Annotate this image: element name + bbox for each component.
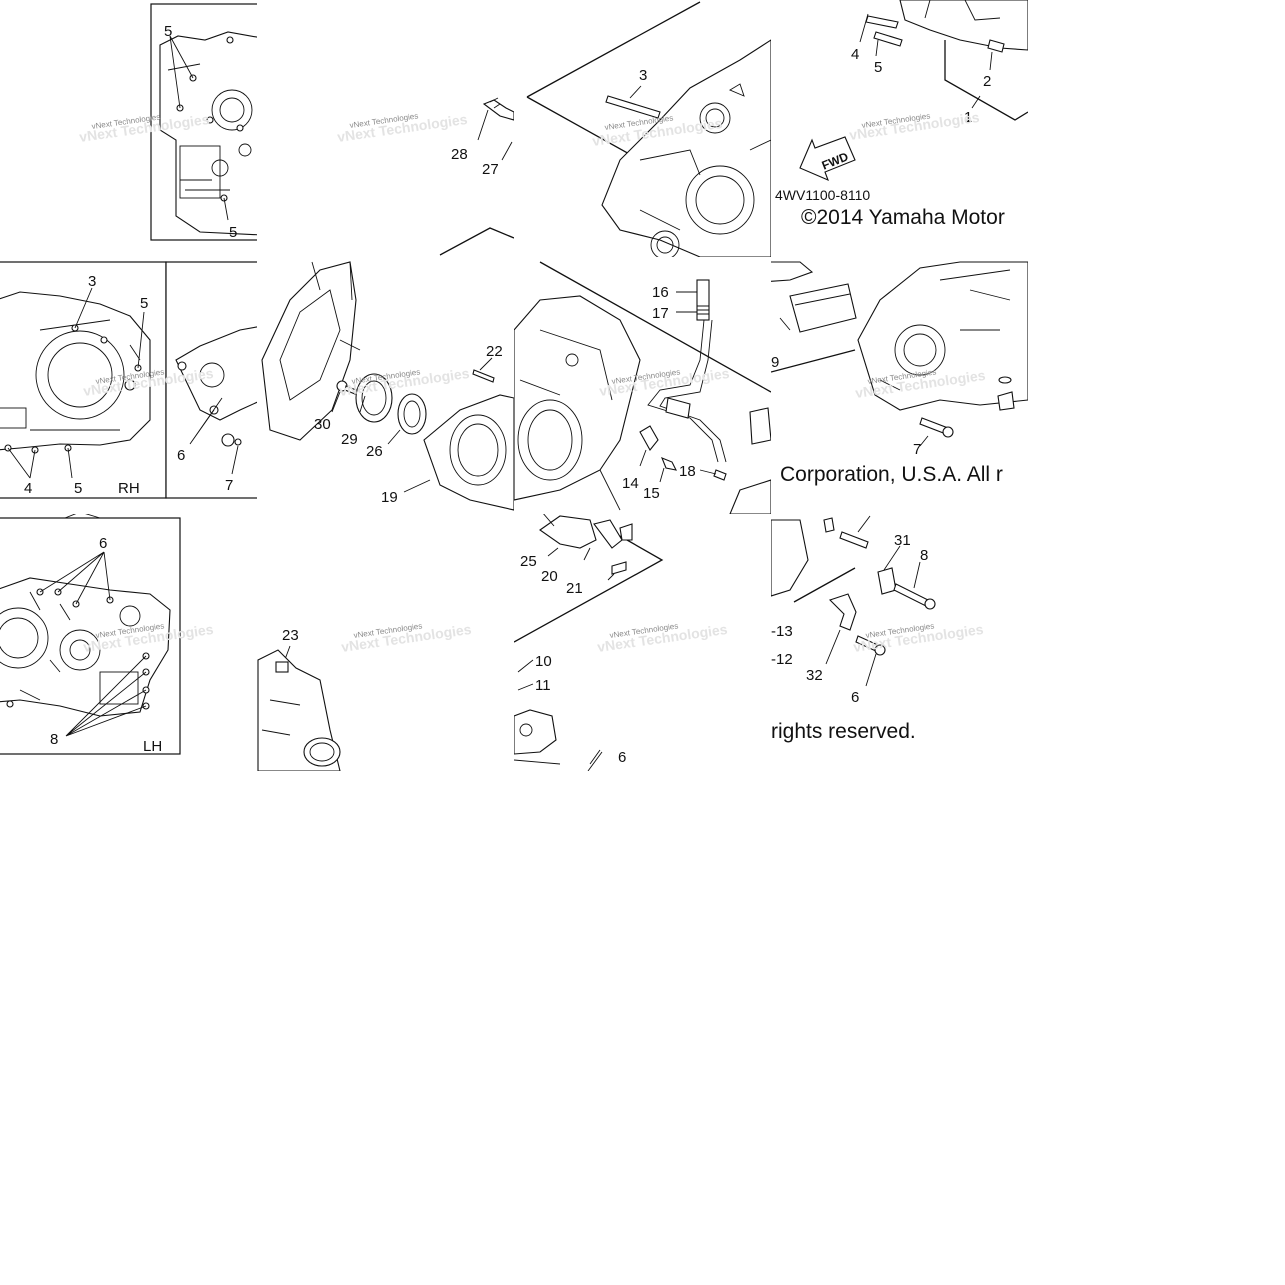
callout-t3-3: 3 — [639, 67, 647, 84]
inset-label-lh: LH — [143, 738, 162, 755]
callout-t6-30: 30 — [314, 416, 331, 433]
watermark: vNext Technologies vNext Technologies — [340, 621, 472, 655]
watermark: vNext Technologies vNext Technologies — [336, 111, 468, 145]
callout-t7-15: 15 — [643, 485, 660, 502]
callout-t11-25: 25 — [520, 553, 537, 570]
callout-t1-5a: 5 — [164, 23, 172, 40]
tile-9: 6 8 LH vNext Technologies vNext Technolo… — [0, 514, 215, 755]
watermark: vNext Technologies vNext Technologies — [848, 109, 980, 143]
callout-t8-9: 9 — [771, 354, 779, 371]
callout-t4-1: 1 — [964, 109, 972, 126]
tile-12: 31 8 -13 -12 32 6 rights reserved. vNext… — [771, 515, 985, 743]
callout-t12-32: 32 — [806, 667, 823, 684]
callout-t2-27: 27 — [482, 161, 499, 178]
callout-t12-12: -12 — [771, 651, 793, 668]
callout-t1-5b: 5 — [229, 224, 237, 241]
callout-t11-10: 10 — [535, 653, 552, 670]
callout-t5-3: 3 — [88, 273, 96, 290]
callout-t5-7: 7 — [225, 477, 233, 494]
tile-1: 5 5 vNext Technologies vNext Technologie… — [78, 3, 257, 241]
fwd-arrow-icon: FWD — [799, 136, 856, 182]
callout-t6-19: 19 — [381, 489, 398, 506]
callout-t5-6: 6 — [177, 447, 185, 464]
callout-t6-29: 29 — [341, 431, 358, 448]
tile-6: 22 30 29 26 19 vNext Technologies vNext … — [261, 261, 514, 511]
tile-8: 24 9 7 Corporation, U.S.A. All r vNext T… — [736, 261, 1028, 486]
callout-t6-22: 22 — [486, 343, 503, 360]
copyright-line-2: Corporation, U.S.A. All r — [780, 463, 1003, 486]
callout-t5-4: 4 — [24, 480, 32, 497]
tile-10: 23 vNext Technologies vNext Technologies — [257, 621, 473, 771]
callout-t12-13: -13 — [771, 623, 793, 640]
callout-t11-6: 6 — [618, 749, 626, 766]
copyright-line-1: ©2014 Yamaha Motor — [801, 206, 1005, 229]
callout-t7-16: 16 — [652, 284, 669, 301]
callout-t11-21: 21 — [566, 580, 583, 597]
callout-t7-14: 14 — [622, 475, 639, 492]
watermark: vNext Technologies vNext Technologies — [596, 621, 728, 655]
callout-t9-8: 8 — [50, 731, 58, 748]
callout-t8-7: 7 — [913, 441, 921, 458]
callout-t12-8: 8 — [920, 547, 928, 564]
callout-t5-5b: 5 — [74, 480, 82, 497]
callout-t12-6: 6 — [851, 689, 859, 706]
callout-t11-11: 11 — [535, 677, 551, 694]
callout-t8-24: 24 — [736, 301, 753, 318]
tile-7: 16 17 14 15 18 vNext Technologies vNext … — [514, 261, 771, 514]
callout-t4-5: 5 — [874, 59, 882, 76]
tile-4: 4 5 2 1 FWD 4WV1100-8110 ©2014 Yamaha Mo… — [775, 0, 1028, 229]
callout-t11-20: 20 — [541, 568, 558, 585]
inset-label-rh: RH — [118, 480, 140, 497]
callout-t5-5: 5 — [140, 295, 148, 312]
part-code: 4WV1100-8110 — [775, 187, 870, 203]
tile-2: 28 27 vNext Technologies vNext Technolog… — [336, 97, 514, 256]
callout-t6-26: 26 — [366, 443, 383, 460]
callout-t4-4: 4 — [851, 46, 859, 63]
watermark: vNext Technologies vNext Technologies — [852, 621, 984, 655]
callout-t7-18: 18 — [679, 463, 696, 480]
watermark: vNext Technologies vNext Technologies — [338, 365, 470, 399]
callout-t2-28: 28 — [451, 146, 468, 163]
callout-t7-17: 17 — [652, 305, 669, 322]
callout-t4-2: 2 — [983, 73, 991, 90]
tile-11: 25 20 21 10 11 6 vNext Technologies vNex… — [514, 514, 729, 771]
callout-t10-23: 23 — [282, 627, 299, 644]
callout-t12-31: 31 — [894, 532, 911, 549]
copyright-line-3: rights reserved. — [771, 720, 916, 743]
callout-t9-6: 6 — [99, 535, 107, 552]
tile-5: 3 5 4 5 RH 6 7 vNext Technologies vNext … — [0, 261, 257, 499]
tile-3: 3 vNext Technologies vNext Technologies — [526, 1, 771, 257]
